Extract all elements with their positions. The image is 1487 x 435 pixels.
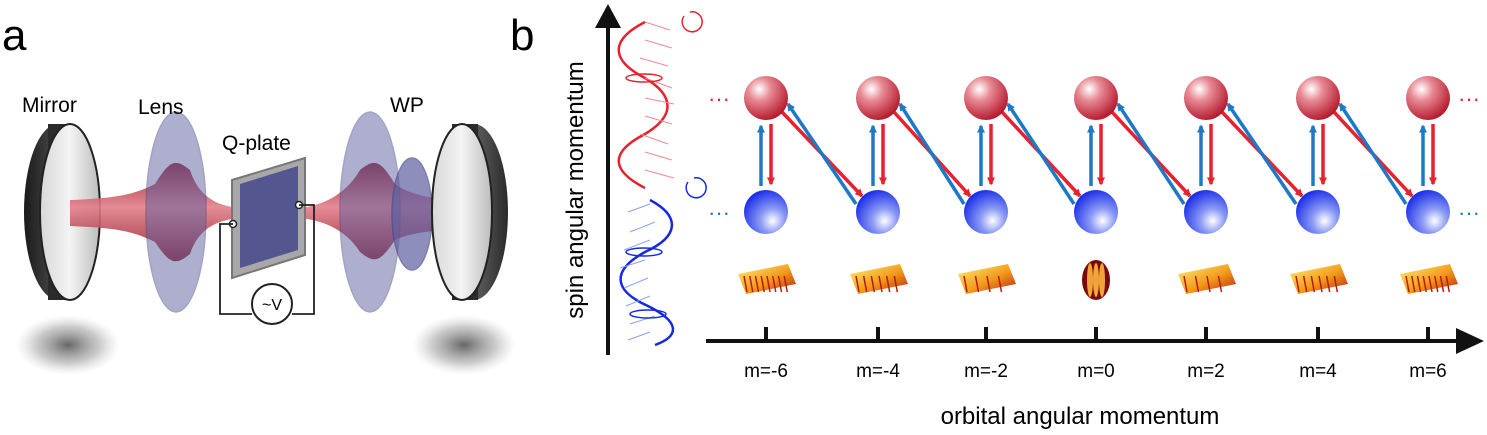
x-axis-ticks: m=-6 m=-4 m=-2 m=0 m=2 m=4 m=6 [744,327,1447,382]
voltage-circuit [219,204,315,315]
qplate-label: Q-plate [222,132,291,155]
lens-label: Lens [138,96,184,119]
spin-up-state [964,76,1008,120]
ellipsis-blue-left: ··· [708,200,730,225]
spin-up-state [856,76,900,120]
spin-up-state [1406,76,1450,120]
x-axis-tick-label: m=2 [1187,361,1225,382]
mirror-right [431,123,508,301]
mirror-left-shadow [16,315,120,375]
ellipsis-red-right: ··· [1458,86,1480,111]
diagonal-arrow-up [1226,102,1298,205]
wp-label: WP [390,94,424,117]
spin-down-state [964,190,1008,234]
spin-up-state [1184,76,1228,120]
x-axis-tick-label: m=-2 [964,361,1008,382]
voltage-source [251,283,293,325]
mirror-right-shadow [412,315,516,375]
panel-a: a ~V [2,11,516,375]
x-axis-tick-label: m=6 [1409,361,1447,382]
mirror-label: Mirror [22,94,77,117]
diagonal-arrow-up [786,102,858,205]
x-axis-label: orbital angular momentum [941,403,1220,430]
x-axis-tick-label: m=-6 [744,361,788,382]
x-axis-tick-label: m=4 [1299,361,1337,382]
spin-down-state [1184,190,1228,234]
panel-a-label: a [2,11,27,60]
mirror-left [24,123,101,301]
spin-up-state [1296,76,1340,120]
q-plate [228,156,306,280]
x-axis-tick-label: m=-4 [856,361,900,382]
spin-up-state [1074,76,1118,120]
panel-b-label: b [510,11,534,60]
diagonal-arrow-up [1116,102,1186,205]
spin-down-state [1074,190,1118,234]
mode-profile-icon [1178,264,1236,294]
mode-profile-icon [1400,264,1458,294]
mode-profile-icon [1290,264,1348,294]
x-axis-tick-label: m=0 [1077,361,1115,382]
spin-down-state [1406,190,1450,234]
blue-helix-icon [619,177,707,347]
panel-b: b spin angular momentum orbital angular … [510,4,1484,430]
x-axis-arrowhead [1456,328,1484,354]
spin-down-state [744,190,788,234]
y-axis-label: spin angular momentum [562,61,589,318]
voltage-label: ~V [262,297,282,314]
red-helix-icon [617,11,703,190]
wave-plate [391,157,433,271]
spin-up-state [744,76,788,120]
spin-down-state [1296,190,1340,234]
mode-profile-icon [1082,260,1110,300]
spin-down-state [856,190,900,234]
transition-arrows [757,102,1437,205]
lens-right [339,111,401,313]
lens-left [145,111,207,313]
beam-mode-profiles [738,260,1458,300]
diagonal-arrow-up [1338,102,1408,205]
diagonal-arrow-up [898,102,966,205]
ellipsis-red-left: ··· [708,86,730,111]
y-axis-arrowhead [595,4,621,28]
state-spheres [744,76,1450,234]
mode-profile-icon [738,264,796,294]
ellipsis-blue-right: ··· [1458,200,1480,225]
diagonal-arrow-up [1006,102,1076,205]
mode-profile-icon [958,264,1016,294]
mode-profile-icon [850,264,908,294]
